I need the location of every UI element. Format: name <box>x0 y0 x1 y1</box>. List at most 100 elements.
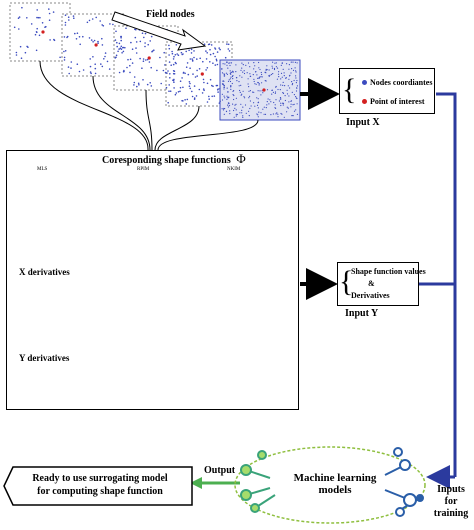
field-node <box>70 67 72 69</box>
field-node <box>269 74 271 76</box>
field-node <box>272 113 274 115</box>
field-node <box>142 60 145 62</box>
field-node <box>281 62 283 64</box>
inputs-training-line3: training <box>433 508 469 519</box>
field-node <box>230 73 232 75</box>
field-node <box>241 62 243 64</box>
field-node <box>162 69 165 72</box>
field-node <box>270 73 272 76</box>
field-node <box>121 52 123 54</box>
field-node <box>280 72 283 74</box>
field-node <box>268 75 270 77</box>
field-node <box>248 97 250 99</box>
field-node <box>258 83 260 85</box>
field-node <box>202 60 204 63</box>
field-node <box>229 78 231 80</box>
field-node <box>253 62 255 64</box>
field-node <box>235 113 237 115</box>
field-node <box>286 89 288 91</box>
field-node <box>30 23 33 25</box>
field-node <box>221 72 224 74</box>
field-node <box>280 64 282 66</box>
field-node <box>168 61 171 63</box>
field-node <box>295 109 297 111</box>
field-node <box>242 71 244 73</box>
field-node <box>109 23 111 25</box>
field-node <box>295 97 297 99</box>
field-node <box>232 75 234 77</box>
field-node <box>35 49 38 52</box>
field-node <box>201 92 204 94</box>
field-node <box>292 82 294 85</box>
shape-functions-panel: Coresponding shape functions Φ MLS RPIM … <box>6 150 299 410</box>
field-node <box>286 93 289 95</box>
field-node <box>127 58 129 61</box>
field-node <box>227 43 230 46</box>
field-node <box>232 71 234 73</box>
field-node <box>216 84 219 87</box>
field-node <box>179 80 182 82</box>
field-node <box>228 105 231 107</box>
field-node <box>290 103 292 105</box>
field-node <box>180 51 183 54</box>
result-line1: Ready to use surrogating model <box>32 473 168 484</box>
field-node <box>258 61 260 64</box>
field-node <box>101 24 103 26</box>
field-node <box>258 84 260 86</box>
field-node <box>218 102 221 104</box>
field-node <box>248 115 250 117</box>
field-node <box>41 22 44 24</box>
field-node <box>64 50 67 52</box>
field-node <box>230 85 232 87</box>
field-node <box>185 103 188 105</box>
field-node <box>168 90 170 92</box>
field-node <box>260 112 262 114</box>
field-node <box>274 91 277 93</box>
field-node <box>129 64 131 67</box>
field-node <box>274 107 276 109</box>
result-box: Ready to use surrogating model for compu… <box>3 466 193 506</box>
field-node <box>223 113 225 115</box>
field-node <box>277 116 279 118</box>
field-node <box>263 113 265 115</box>
field-node <box>192 73 194 75</box>
field-node <box>261 76 263 78</box>
field-node <box>247 62 250 64</box>
field-node <box>243 96 245 98</box>
field-node <box>36 9 38 11</box>
field-node <box>260 94 262 96</box>
panel-title-text: Coresponding shape functions <box>102 155 231 166</box>
field-node <box>36 16 38 19</box>
field-node <box>231 82 233 85</box>
field-node <box>67 16 70 19</box>
method-label-rpim: RPIM <box>137 167 150 172</box>
field-node <box>245 64 247 66</box>
field-node <box>120 48 123 50</box>
field-node <box>188 81 191 83</box>
field-node <box>209 48 211 51</box>
field-node <box>64 14 67 16</box>
field-node <box>286 63 288 65</box>
field-node <box>288 95 290 97</box>
field-node <box>235 115 237 117</box>
field-node <box>148 61 151 63</box>
field-node <box>247 83 249 85</box>
field-node <box>189 87 191 90</box>
field-node <box>266 69 268 71</box>
field-node <box>99 20 101 22</box>
field-node <box>135 52 138 54</box>
field-node <box>168 47 171 50</box>
field-node <box>295 90 298 92</box>
field-node <box>271 89 273 91</box>
field-node <box>136 85 138 88</box>
field-node <box>229 70 231 72</box>
ml-label: Machine learning models <box>290 472 380 496</box>
field-node <box>191 90 193 93</box>
field-node <box>168 84 170 86</box>
field-node <box>296 80 298 82</box>
field-node <box>282 81 284 83</box>
field-node <box>226 87 228 89</box>
field-node <box>275 99 277 101</box>
field-node <box>48 12 51 15</box>
field-node <box>276 67 279 69</box>
